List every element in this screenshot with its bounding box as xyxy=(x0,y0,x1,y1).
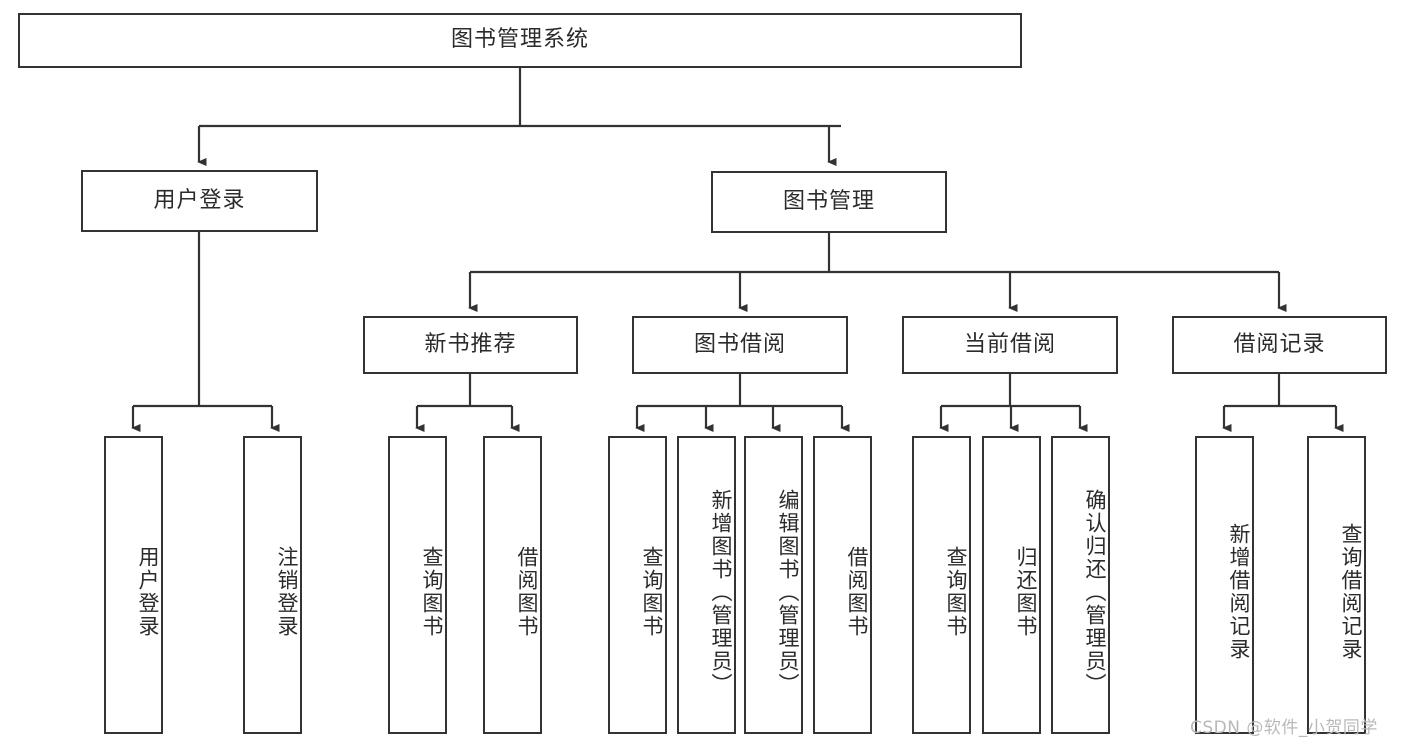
node-label: 当前借阅 xyxy=(963,331,1056,357)
node-label: 新增借阅记录 xyxy=(1227,523,1251,661)
node-label: 用户登录 xyxy=(153,187,246,213)
node-label: 新增图书（管理员） xyxy=(709,488,733,696)
node-label: 查询图书 xyxy=(420,546,444,638)
leaf-current-confirm-return-admin[interactable]: 确认归还（管理员） xyxy=(1051,436,1110,734)
node-borrow-record[interactable]: 借阅记录 xyxy=(1172,316,1387,374)
node-book-borrow[interactable]: 图书借阅 xyxy=(632,316,848,374)
leaf-recommend-borrow-book[interactable]: 借阅图书 xyxy=(483,436,542,734)
leaf-user-login-signin[interactable]: 用户登录 xyxy=(104,436,163,734)
leaf-current-query-book[interactable]: 查询图书 xyxy=(912,436,971,734)
node-label: 编辑图书（管理员） xyxy=(776,488,800,696)
node-label: 确认归还（管理员） xyxy=(1083,488,1107,696)
leaf-record-query-borrow-record[interactable]: 查询借阅记录 xyxy=(1307,436,1366,734)
leaf-record-add-borrow-record[interactable]: 新增借阅记录 xyxy=(1195,436,1254,734)
node-label: 归还图书 xyxy=(1014,546,1038,638)
node-new-book-recommend[interactable]: 新书推荐 xyxy=(363,316,578,374)
node-label: 查询借阅记录 xyxy=(1339,523,1363,661)
leaf-recommend-query-book[interactable]: 查询图书 xyxy=(388,436,447,734)
leaf-borrow-borrow-book[interactable]: 借阅图书 xyxy=(813,436,872,734)
node-user-login[interactable]: 用户登录 xyxy=(81,170,318,232)
node-label: 新书推荐 xyxy=(424,331,517,357)
csdn-watermark: CSDN @软件_小贺同学 xyxy=(1190,718,1378,738)
node-label: 查询图书 xyxy=(944,546,968,638)
node-label: 借阅记录 xyxy=(1233,331,1326,357)
node-label: 查询图书 xyxy=(640,546,664,638)
leaf-current-return-book[interactable]: 归还图书 xyxy=(982,436,1041,734)
node-current-borrow[interactable]: 当前借阅 xyxy=(902,316,1118,374)
leaf-borrow-add-book-admin[interactable]: 新增图书（管理员） xyxy=(677,436,736,734)
leaf-borrow-edit-book-admin[interactable]: 编辑图书（管理员） xyxy=(744,436,803,734)
leaf-borrow-query-book[interactable]: 查询图书 xyxy=(608,436,667,734)
node-book-management[interactable]: 图书管理 xyxy=(711,171,947,233)
node-label: 借阅图书 xyxy=(515,546,539,638)
node-label: 图书借阅 xyxy=(693,331,786,357)
node-label: 注销登录 xyxy=(275,546,299,638)
leaf-user-login-signout[interactable]: 注销登录 xyxy=(243,436,302,734)
node-label: 借阅图书 xyxy=(845,546,869,638)
node-label: 用户登录 xyxy=(136,546,160,638)
node-root-book-management-system[interactable]: 图书管理系统 xyxy=(18,13,1022,68)
node-label: 图书管理系统 xyxy=(450,27,589,53)
node-label: 图书管理 xyxy=(782,188,875,214)
